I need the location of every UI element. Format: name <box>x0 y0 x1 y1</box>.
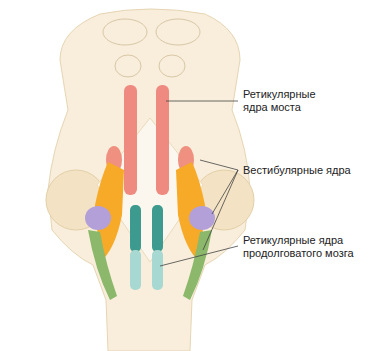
medullary-reticular-nucleus <box>152 250 163 290</box>
colliculus <box>156 19 200 45</box>
leader-line <box>200 160 238 170</box>
vestibular-nucleus <box>85 206 111 230</box>
structure-label: Ретикулярные ядра моста <box>243 88 331 114</box>
medullary-reticular-nucleus <box>130 250 141 290</box>
leader-line <box>212 170 238 214</box>
vestibular-nucleus <box>183 230 212 300</box>
structure-label: Ретикулярные ядра продолговатого мозга <box>243 234 371 260</box>
vestibular-nucleus <box>189 206 215 230</box>
pontine-reticular-nucleus <box>156 85 169 195</box>
leader-line <box>166 101 238 102</box>
structure-label: Вестибулярные ядра <box>243 164 383 177</box>
leader-line <box>160 246 238 266</box>
vestibular-nucleus <box>88 230 117 300</box>
medullary-reticular-nucleus <box>152 205 163 252</box>
pontine-reticular-nucleus <box>124 85 137 195</box>
colliculus <box>159 55 185 77</box>
colliculus <box>115 55 141 77</box>
medullary-reticular-nucleus <box>130 205 141 252</box>
leader-line <box>203 170 238 250</box>
colliculus <box>103 19 147 45</box>
